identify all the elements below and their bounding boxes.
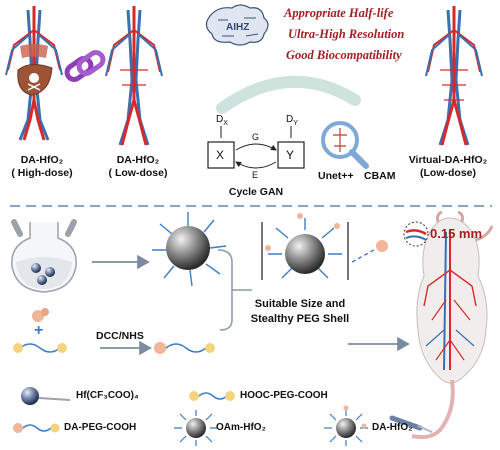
zoomed-vessel-icon	[403, 221, 429, 247]
label-low-dose-name: DA-HfO₂	[116, 154, 160, 166]
gan-dy-label: DY	[286, 114, 298, 127]
legend-oam-label: OAm-HfO₂	[216, 422, 266, 433]
label-low-dose-desc: ( Low-dose)	[108, 167, 168, 179]
legend-hf-label: Hf(CF₃COO)₄	[76, 390, 139, 401]
label-high-dose-desc: ( High-dose)	[11, 167, 73, 179]
rat-vasculature	[389, 210, 494, 440]
unet-label: Unet++	[318, 170, 354, 182]
legend-dapeg-icon	[13, 423, 60, 433]
gan-y-label: Y	[286, 148, 295, 162]
legend-oam-icon	[174, 410, 218, 446]
legend-dahfo2-label: DA-HfO₂	[372, 422, 413, 433]
da-peg-reactants	[13, 308, 67, 353]
highlight-biocompatibility: Good Biocompatibility	[286, 48, 402, 62]
property-line-1: Suitable Size and	[254, 298, 346, 310]
highlight-resolution: Ultra-High Resolution	[288, 27, 405, 41]
magnifier-icon	[321, 121, 369, 169]
legend-peg-label: HOOC-PEG-COOH	[240, 390, 328, 401]
legend-peg-icon	[189, 391, 235, 401]
link-icon	[64, 50, 106, 82]
gan-g-label: G	[252, 132, 260, 142]
da-hfo2-box	[261, 213, 388, 280]
label-virtual-desc: (Low-dose)	[420, 167, 476, 179]
legend-dahfo2-icon	[324, 405, 368, 446]
highlight-half-life: Appropriate Half-life	[284, 6, 394, 20]
oam-hfo2-particle	[152, 212, 227, 287]
gan-dx-label: DX	[216, 114, 228, 127]
da-peg-product	[154, 342, 215, 354]
gan-e-label: E	[252, 170, 259, 180]
cycle-gan-label: Cycle GAN	[228, 186, 284, 198]
label-high-dose-name: DA-HfO₂	[20, 154, 64, 166]
legend-hf-icon	[21, 387, 71, 405]
cbam-label: CBAM	[364, 170, 396, 182]
legend-dapeg-label: DA-PEG-COOH	[64, 422, 137, 433]
aihz-logo-text: AIHZ	[226, 22, 250, 33]
anatomy-virtual	[425, 6, 483, 146]
aihz-logo	[205, 4, 269, 46]
flow-arc	[216, 75, 361, 114]
label-virtual-name: Virtual-DA-HfO₂	[408, 154, 488, 166]
three-neck-flask	[11, 219, 77, 293]
merge-bracket	[217, 249, 252, 331]
resolution-label: 0.15 mm	[430, 226, 483, 241]
gan-x-label: X	[216, 148, 225, 162]
cycle-gan-diagram	[207, 126, 305, 169]
anatomy-high-dose	[5, 6, 63, 141]
anatomy-low-dose	[105, 6, 163, 146]
property-line-2: Stealthy PEG Shell	[250, 313, 350, 325]
plus-sign: +	[34, 322, 44, 339]
reaction-label: DCC/NHS	[96, 330, 144, 342]
